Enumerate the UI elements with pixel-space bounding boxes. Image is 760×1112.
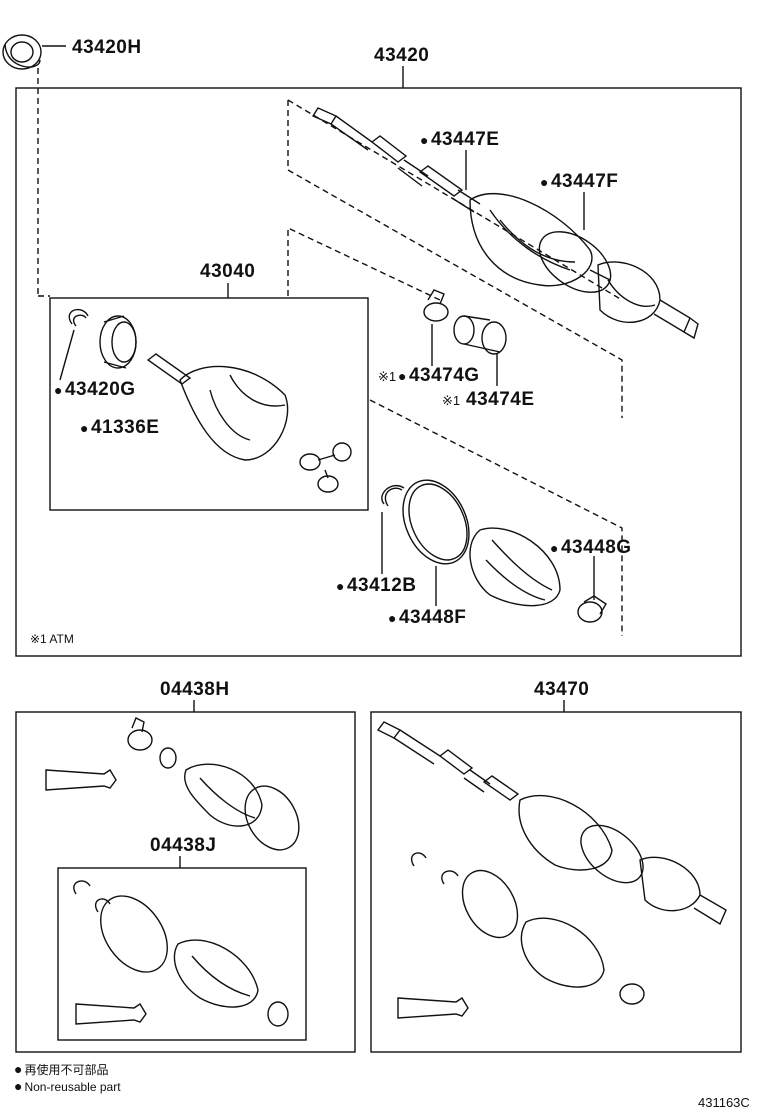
- atm-mark-43474G: ※1: [378, 369, 397, 384]
- drive-shaft-43470: [376, 721, 727, 926]
- clamp-43474G: [423, 289, 449, 322]
- label-43040: 43040: [200, 261, 256, 282]
- label-04438H: 04438H: [160, 679, 230, 700]
- label-41336E: 41336E: [80, 418, 159, 437]
- band-04438J: [100, 895, 168, 973]
- snap-ring-43420G: [68, 308, 89, 327]
- dashed-shaft-top: [287, 100, 623, 418]
- damper-43474E: [453, 315, 507, 355]
- diagram-reference-number: 431163C: [698, 1095, 750, 1110]
- label-43448F: 43448F: [388, 608, 466, 627]
- seal-41336E: [99, 315, 137, 369]
- label-04438J: 04438J: [150, 835, 217, 856]
- label-43420: 43420: [374, 45, 430, 66]
- tripod-spider: [299, 442, 352, 493]
- label-43447F: 43447F: [540, 172, 618, 191]
- drive-shaft-43420: [311, 107, 699, 340]
- snap-rings-04438J: [73, 880, 111, 913]
- dashed-43040: [287, 226, 441, 301]
- clamp-04438H: [127, 717, 177, 769]
- atm-note: ※1 ATM: [30, 632, 74, 646]
- label-43448G: 43448G: [550, 538, 632, 557]
- grease-tube-04438J: [75, 1003, 147, 1025]
- grease-tube-04438H: [45, 769, 117, 791]
- clamp-43448G: [577, 595, 607, 623]
- boot-04438H: [183, 763, 300, 851]
- label-43412B: 43412B: [336, 576, 417, 595]
- leader-43420G: [59, 329, 75, 381]
- label-43420H: 43420H: [72, 37, 142, 58]
- kit-frame-04438H: [15, 711, 356, 1053]
- label-43474E: 43474E: [466, 389, 535, 410]
- boot-lower: [469, 527, 561, 607]
- outer-joint-43040: [146, 353, 289, 461]
- snap-ring-43412B: [381, 485, 405, 507]
- kit-frame-04438J: [57, 867, 307, 1041]
- label-43474G: 43474G: [398, 366, 480, 385]
- dashed-shaft-top-b: [287, 99, 623, 301]
- assembly-frame-43470: [370, 711, 742, 1053]
- dashed-lower-group: [369, 399, 623, 636]
- band-43448F: [402, 479, 470, 565]
- parts-43470-lower: [397, 852, 645, 1019]
- atm-mark-43474E: ※1: [442, 393, 461, 408]
- label-43420G: 43420G: [54, 380, 136, 399]
- legend-english: Non-reusable part: [14, 1079, 120, 1093]
- label-43447E: 43447E: [420, 130, 499, 149]
- assembly-frame-43420: [15, 87, 742, 657]
- label-43470: 43470: [534, 679, 590, 700]
- seal-43420H: [2, 34, 42, 70]
- assembly-frame-43040: [49, 297, 369, 511]
- boot-04438J: [173, 939, 289, 1027]
- legend-japanese: 再使用不可部品: [14, 1062, 108, 1076]
